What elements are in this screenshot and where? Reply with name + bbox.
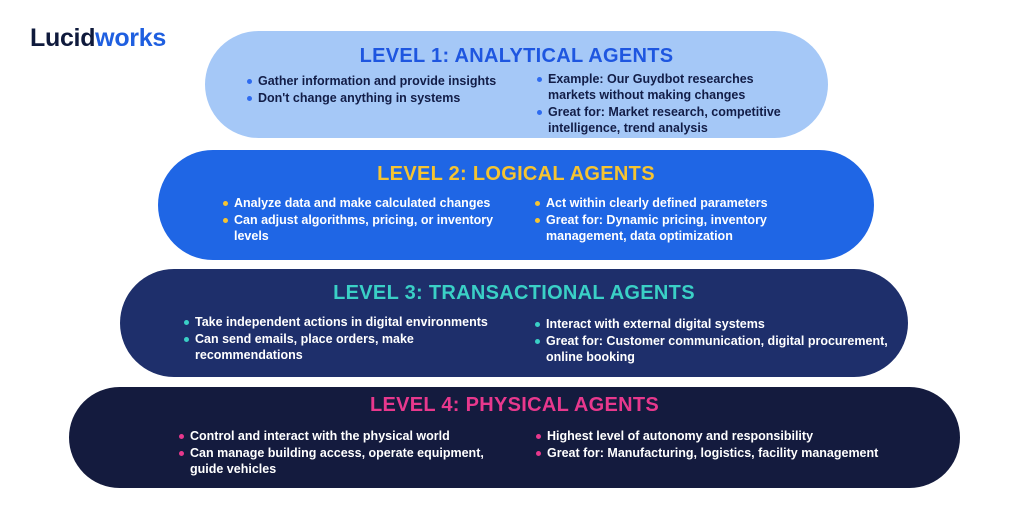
level-1-left-list: Gather information and provide insights … xyxy=(245,73,515,107)
list-item: Act within clearly defined parameters xyxy=(533,195,833,211)
logo-text-works: works xyxy=(95,24,166,52)
list-item: Gather information and provide insights xyxy=(245,73,515,89)
list-item: Can adjust algorithms, pricing, or inven… xyxy=(221,212,511,244)
level-1-right-list: Example: Our Guydbot researches markets … xyxy=(535,71,805,137)
list-item: Take independent actions in digital envi… xyxy=(182,314,512,330)
level-4-title: LEVEL 4: PHYSICAL AGENTS xyxy=(369,394,660,416)
list-item: Can send emails, place orders, make reco… xyxy=(182,331,512,363)
list-item: Highest level of autonomy and responsibi… xyxy=(534,428,914,444)
level-4-right-list: Highest level of autonomy and responsibi… xyxy=(534,428,914,462)
list-item: Analyze data and make calculated changes xyxy=(221,195,511,211)
level-4-physical-agents: LEVEL 4: PHYSICAL AGENTS Control and int… xyxy=(69,387,960,488)
logo-text-lucid: Lucid xyxy=(30,24,96,52)
list-item: Example: Our Guydbot researches markets … xyxy=(535,71,805,103)
level-3-right-list: Interact with external digital systems G… xyxy=(533,316,903,366)
list-item: Don't change anything in systems xyxy=(245,90,515,106)
level-1-analytical-agents: LEVEL 1: ANALYTICAL AGENTS Gather inform… xyxy=(205,31,828,138)
level-2-left-list: Analyze data and make calculated changes… xyxy=(221,195,511,245)
list-item: Interact with external digital systems xyxy=(533,316,903,332)
level-2-logical-agents: LEVEL 2: LOGICAL AGENTS Analyze data and… xyxy=(158,150,874,260)
list-item: Control and interact with the physical w… xyxy=(177,428,507,444)
level-2-title: LEVEL 2: LOGICAL AGENTS xyxy=(377,163,655,185)
level-3-left-list: Take independent actions in digital envi… xyxy=(182,314,512,364)
level-3-transactional-agents: LEVEL 3: TRANSACTIONAL AGENTS Take indep… xyxy=(120,269,908,377)
level-3-title: LEVEL 3: TRANSACTIONAL AGENTS xyxy=(333,282,695,304)
list-item: Great for: Customer communication, digit… xyxy=(533,333,903,365)
level-1-title: LEVEL 1: ANALYTICAL AGENTS xyxy=(359,45,674,67)
list-item: Great for: Market research, competitive … xyxy=(535,104,805,136)
lucidworks-logo: Lucidworks xyxy=(30,26,166,51)
level-2-right-list: Act within clearly defined parameters Gr… xyxy=(533,195,833,245)
level-4-left-list: Control and interact with the physical w… xyxy=(177,428,507,478)
list-item: Great for: Manufacturing, logistics, fac… xyxy=(534,445,914,461)
list-item: Can manage building access, operate equi… xyxy=(177,445,507,477)
list-item: Great for: Dynamic pricing, inventory ma… xyxy=(533,212,833,244)
